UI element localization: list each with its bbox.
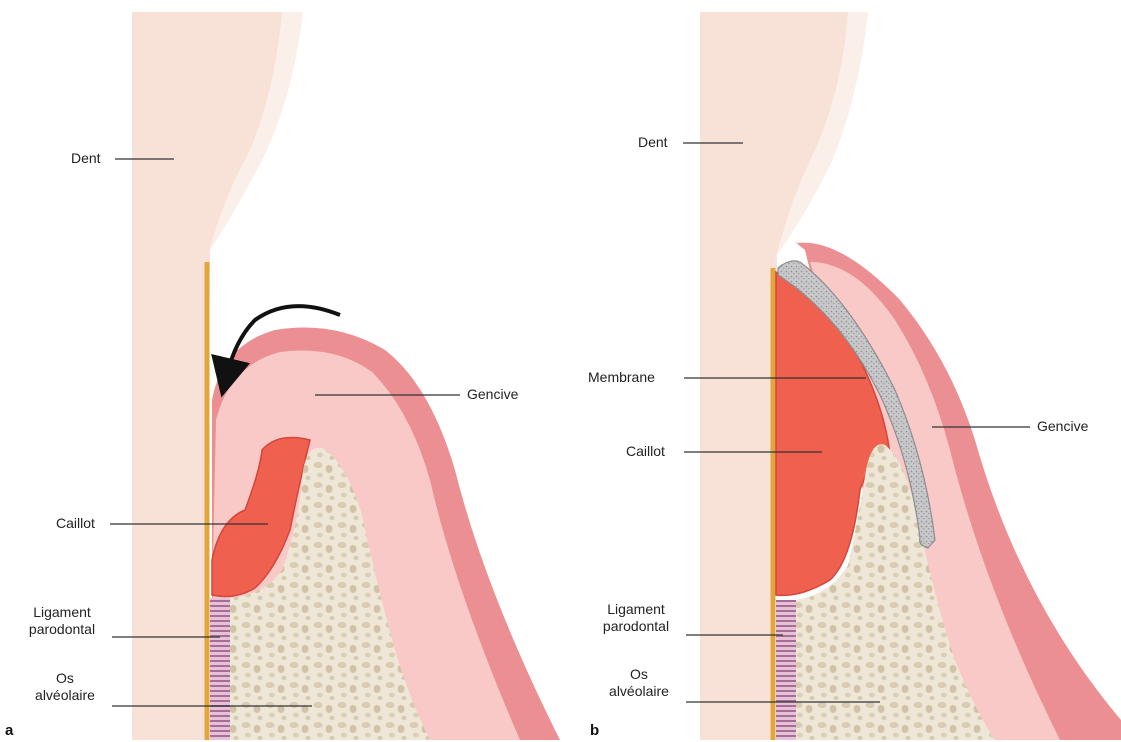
label-os-b-line1: Os bbox=[594, 666, 684, 683]
label-ligament-a-line2: parodontal bbox=[14, 621, 110, 638]
label-os-a-line2: alvéolaire bbox=[20, 687, 110, 704]
label-membrane-b: Membrane bbox=[588, 369, 655, 386]
label-ligament-b-line1: Ligament bbox=[588, 601, 684, 618]
label-dent-a: Dent bbox=[71, 150, 101, 167]
panel-letter-b: b bbox=[590, 722, 599, 739]
label-os-b-line2: alvéolaire bbox=[594, 683, 684, 700]
label-gencive-a: Gencive bbox=[467, 386, 518, 403]
label-os-a-line1: Os bbox=[20, 670, 110, 687]
label-caillot-b: Caillot bbox=[626, 443, 665, 460]
panel-a-illustration bbox=[132, 12, 560, 740]
label-ligament-b: Ligament parodontal bbox=[588, 601, 684, 635]
panel-b-illustration bbox=[700, 12, 1121, 740]
label-caillot-a: Caillot bbox=[56, 515, 95, 532]
label-os-b: Os alvéolaire bbox=[594, 666, 684, 700]
label-ligament-b-line2: parodontal bbox=[588, 618, 684, 635]
ligament-a bbox=[210, 598, 230, 740]
panel-letter-a: a bbox=[5, 722, 13, 739]
label-gencive-b: Gencive bbox=[1037, 418, 1088, 435]
label-ligament-a: Ligament parodontal bbox=[14, 604, 110, 638]
label-os-a: Os alvéolaire bbox=[20, 670, 110, 704]
label-dent-b: Dent bbox=[638, 134, 668, 151]
label-ligament-a-line1: Ligament bbox=[14, 604, 110, 621]
ligament-b bbox=[776, 600, 796, 740]
